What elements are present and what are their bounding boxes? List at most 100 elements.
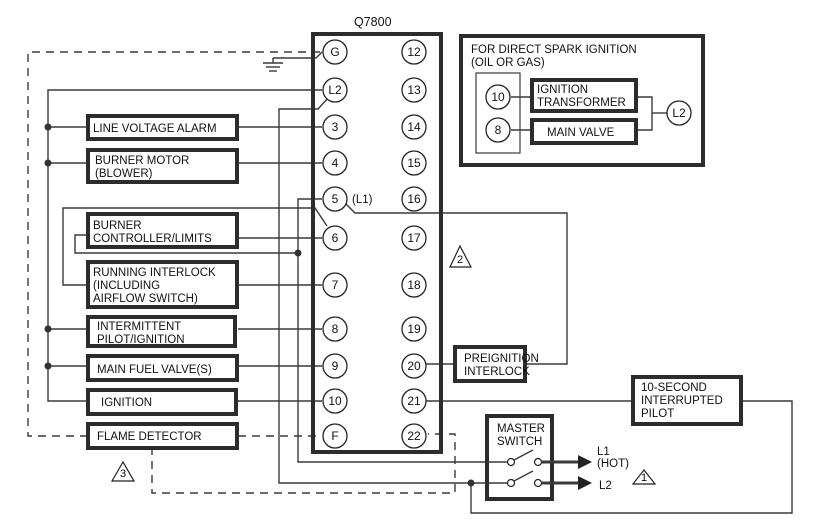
running-interlock-box: RUNNING INTERLOCK (INCLUDING AIRFLOW SWI… [86,260,239,309]
junction-dot [44,325,52,333]
burner-motor-label-2: (BLOWER) [95,168,153,180]
svg-text:L2: L2 [672,106,686,120]
ignition-box: IGNITION [86,388,238,416]
svg-text:2: 2 [457,254,463,266]
interrupted-pilot-label-3: PILOT [641,408,674,420]
junction-dot [44,159,52,167]
svg-text:3: 3 [120,468,126,480]
terminal-label: 18 [407,278,421,292]
junction-dot [44,362,52,370]
terminal-left-5: 5 [322,186,348,212]
terminal-label: 20 [407,359,421,373]
terminal-left-8: 8 [322,316,348,342]
terminal-label: 12 [407,45,421,59]
preignition-interlock-label-2: INTERLOCK [464,366,530,378]
left-terminals: G L2 3 4 5 6 7 8 9 10F [322,39,348,449]
terminal-right-12: 12 [401,39,427,65]
terminal-label: 22 [407,429,421,443]
ground-dashed-wire [27,51,320,437]
terminal-right-17: 17 [401,225,427,251]
burner-motor-label-1: BURNER MOTOR [95,155,189,167]
note-3-icon: 3 [110,460,136,482]
l2-to-switch-wire [278,96,500,484]
l2-bus-wire [47,89,322,402]
wire-flame-detector-22 [151,433,456,494]
main-valve-box: MAIN VALVE [530,118,638,145]
module-body [311,32,443,454]
terminal-label: L2 [328,83,342,97]
terminal-label: 7 [332,278,339,292]
wire-t6-interlock [62,207,328,286]
terminal-right-18: 18 [401,272,427,298]
junction-dot [467,479,475,487]
preignition-interlock-box: PREIGNITION INTERLOCK [453,345,539,383]
burner-controller-label-2: CONTROLLER/LIMITS [93,233,212,245]
terminal-left-l2: L2 [322,77,348,103]
ground-icon [263,58,283,72]
terminal-label: 10 [328,394,342,408]
l1-hot-label: (HOT) [597,458,629,470]
l1-label: L1 [597,446,610,458]
ignition-transformer-label-1: IGNITION [537,84,588,96]
intermittent-pilot-box: INTERMITTENT PILOT/IGNITION [86,315,237,348]
svg-text:10: 10 [491,90,505,104]
ignition-transformer-box: IGNITION TRANSFORMER [530,78,638,113]
master-switch: MASTER SWITCH L1 (HOT) L2 [485,414,629,501]
l1-arrow-icon [578,455,592,469]
terminal-label: 4 [332,156,339,170]
terminal-left-6: 6 [322,225,348,251]
ground-wire [273,51,323,59]
master-switch-label-1: MASTER [497,423,545,435]
intermittent-pilot-label-2: PILOT/IGNITION [97,334,185,346]
terminal-label: G [330,45,339,59]
interrupted-pilot-label-1: 10-SECOND [641,382,707,394]
terminal-left-3: 3 [322,114,348,140]
junction-dot [44,123,52,131]
wire-pilot-l2 [470,400,793,514]
terminal-label: 21 [407,394,421,408]
terminal-right-21: 21 [401,388,427,414]
flame-detector-label: FLAME DETECTOR [97,431,202,443]
load-boxes: LINE VOLTAGE ALARM BURNER MOTOR (BLOWER)… [86,114,743,450]
terminal-label: 17 [407,231,421,245]
terminal-label: 6 [332,231,339,245]
inset-terminal-10: 10 [485,84,511,110]
interrupted-pilot-label-2: INTERRUPTED [641,395,723,407]
terminal-right-13: 13 [401,77,427,103]
terminal-5-annotation: (L1) [352,194,373,206]
terminal-label: 13 [407,83,421,97]
line-voltage-alarm-label: LINE VOLTAGE ALARM [93,123,217,135]
line-voltage-alarm-box: LINE VOLTAGE ALARM [86,114,239,141]
svg-text:1: 1 [641,472,647,484]
terminal-left-10: 10 [322,388,348,414]
interrupted-pilot-box: 10-SECOND INTERRUPTED PILOT [631,375,743,426]
inset-terminal-8: 8 [485,117,511,143]
terminal-label: F [331,429,338,443]
inset-terminal-l2: L2 [666,100,692,126]
inset-title-1: FOR DIRECT SPARK IGNITION [471,44,637,56]
intermittent-pilot-label-1: INTERMITTENT [97,321,181,333]
running-interlock-label-2: (INCLUDING [93,280,160,292]
terminal-label: 5 [332,192,339,206]
terminal-left-9: 9 [322,353,348,379]
preignition-interlock-label-1: PREIGNITION [464,353,539,365]
terminal-right-15: 15 [401,150,427,176]
ignition-label: IGNITION [101,397,152,409]
burner-controller-label-1: BURNER [93,220,142,232]
terminal-right-20: 20 [401,353,427,379]
direct-spark-inset: FOR DIRECT SPARK IGNITION (OIL OR GAS) 1… [459,34,705,167]
terminal-label: 3 [332,120,339,134]
terminal-left-7: 7 [322,272,348,298]
terminal-label: 9 [332,359,339,373]
terminal-label: 8 [332,322,339,336]
flame-detector-box: FLAME DETECTOR [86,422,239,450]
terminal-left-4: 4 [322,150,348,176]
terminal-right-16: 16 [401,186,427,212]
burner-controller-box: BURNER CONTROLLER/LIMITS [86,212,239,249]
wires [27,51,793,514]
terminal-left-g: G [322,39,348,65]
terminal-label: 16 [407,192,421,206]
